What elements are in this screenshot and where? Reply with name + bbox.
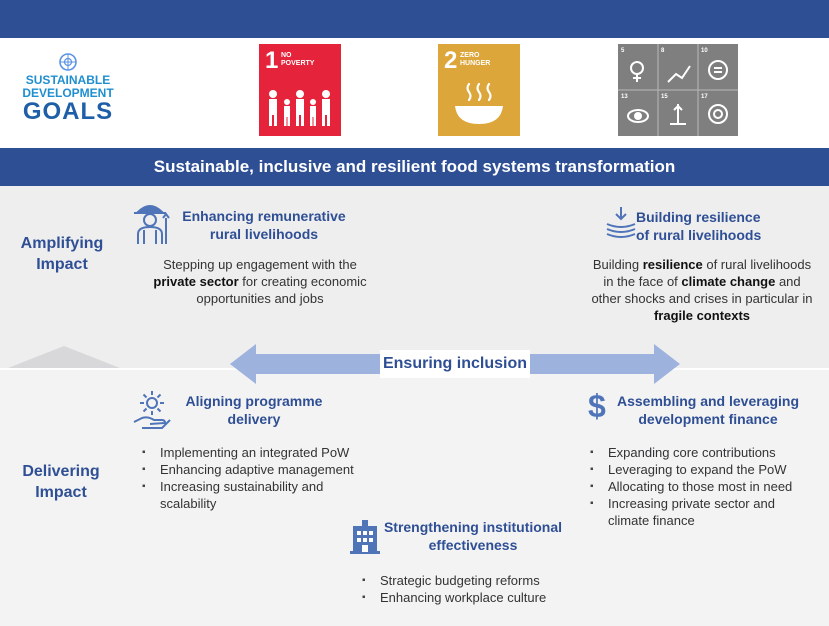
sdg-logo-line3: GOALS: [18, 100, 118, 124]
un-emblem-icon: [59, 53, 77, 71]
sdg-logo-goals: GOALS: [22, 98, 114, 125]
remunerative-title: Enhancing remunerative rural livelihoods: [164, 207, 364, 243]
finance-title-line2: development finance: [638, 411, 778, 427]
finance-title-line1: Assembling and leveraging: [616, 393, 800, 409]
delivering-label-line1: Delivering: [22, 463, 100, 480]
resilience-title-line2: of rural livelihoods: [636, 227, 762, 243]
top-bar: [0, 0, 829, 38]
sdg-logo: SUSTAINABLE DEVELOPMENT GOALS: [18, 52, 118, 132]
resilience-text-d: fragile contexts: [572, 307, 829, 324]
institutional-bullet-1: Strategic budgeting reforms: [358, 572, 578, 589]
climate-change-bold: climate change: [681, 274, 776, 289]
delivering-label-line2: Impact: [35, 484, 87, 501]
amplifying-section: [0, 186, 829, 368]
resilience-title-line1: Building resilience: [636, 209, 761, 225]
resilience-title: Building resilience of rural livelihoods: [636, 208, 776, 244]
dollar-icon: $: [588, 388, 606, 424]
sdg-1-label-1: NO: [281, 52, 292, 59]
finance-bullet-2: Leveraging to expand the PoW: [586, 461, 822, 478]
sdg-grid-tile: 5 8 10 13 15 17: [618, 44, 738, 136]
farmer-icon: [134, 205, 170, 244]
sdg-grid-5: 5: [621, 48, 625, 54]
sdg-1-tile: 1 NO POVERTY: [259, 44, 341, 136]
amplifying-label-line2: Impact: [36, 256, 88, 273]
remunerative-title-line1: Enhancing remunerative: [182, 208, 346, 224]
gear-hand-icon: [133, 391, 171, 429]
remunerative-text-c: opportunities and jobs: [196, 291, 324, 306]
institutional-bullet-2: Enhancing workplace culture: [358, 589, 578, 606]
sdg-1-label-2: POVERTY: [281, 60, 315, 67]
sdg-logo-line2: DEVELOPMENT: [22, 86, 114, 100]
amplifying-label: Amplifying Impact: [8, 233, 116, 275]
institutional-title: Strengthening institutional effectivenes…: [378, 518, 568, 554]
sdg-grid-17: 17: [701, 94, 708, 100]
sdg-grid-icons: 5 8 10 13 15 17: [618, 44, 738, 136]
remunerative-text: Stepping up engagement with the private …: [128, 256, 392, 307]
institutional-bullets: Strategic budgeting reforms Enhancing wo…: [358, 572, 578, 606]
finance-bullets: Expanding core contributions Leveraging …: [586, 444, 822, 529]
resilience-icon: [606, 207, 636, 238]
institutional-title-line2: effectiveness: [428, 537, 518, 553]
remunerative-title-line2: rural livelihoods: [209, 226, 319, 242]
resilience-text-b-post: and: [775, 274, 801, 289]
fragile-contexts-bold: fragile contexts: [653, 308, 751, 323]
sdg-grid-8: 8: [661, 48, 665, 54]
institutional-title-line1: Strengthening institutional: [383, 519, 563, 535]
private-sector-bold: private sector: [153, 274, 239, 289]
sdg-grid-13: 13: [621, 94, 628, 100]
sdg-grid-15: 15: [661, 94, 668, 100]
aligning-bullet-1: Implementing an integrated PoW: [138, 444, 378, 461]
remunerative-text-a: Stepping up engagement with the: [163, 257, 357, 272]
finance-bullet-4: Increasing private sector and climate fi…: [586, 495, 798, 529]
family-icon: [269, 90, 330, 126]
aligning-title-line1: Aligning programme: [185, 393, 323, 409]
banner-title: Sustainable, inclusive and resilient foo…: [0, 148, 829, 186]
sdg-2-tile: 2 ZERO HUNGER: [438, 44, 520, 136]
finance-bullet-3: Allocating to those most in need: [586, 478, 822, 495]
finance-bullet-1: Expanding core contributions: [586, 444, 822, 461]
finance-title: Assembling and leveraging development fi…: [610, 392, 806, 428]
resilience-text-b-pre: in the face of: [603, 274, 682, 289]
resilience-text-a-pre: Building: [592, 257, 643, 272]
aligning-title: Aligning programme delivery: [170, 392, 338, 428]
resilience-text: Building resilience of rural livelihoods…: [572, 256, 829, 324]
delivering-label: Delivering Impact: [6, 461, 116, 503]
sdg-2-number: 2: [444, 47, 458, 74]
resilience-text-a: Building resilience of rural livelihoods: [572, 256, 829, 273]
section-wedge: [8, 346, 120, 368]
remunerative-text-b: private sector for creating economic: [128, 273, 392, 290]
sdg-2-label-1: ZERO: [460, 52, 480, 59]
aligning-bullet-3: Increasing sustainability and scalabilit…: [138, 478, 360, 512]
amplifying-label-line1: Amplifying: [20, 235, 104, 252]
sdg-logo-line1: SUSTAINABLE: [25, 73, 111, 87]
remunerative-text-b-rest: for creating economic: [238, 274, 367, 289]
aligning-bullets: Implementing an integrated PoW Enhancing…: [138, 444, 378, 512]
resilience-bold: resilience: [642, 257, 703, 272]
food-bowl-icon: [455, 82, 503, 124]
sdg-1-number: 1: [265, 47, 279, 74]
aligning-title-line2: delivery: [227, 411, 281, 427]
resilience-text-c: other shocks and crises in particular in: [591, 291, 813, 306]
inclusion-label: Ensuring inclusion: [380, 350, 530, 378]
sdg-2-label-2: HUNGER: [460, 60, 491, 67]
sdg-grid-10: 10: [701, 48, 708, 54]
resilience-text-b: in the face of climate change and: [572, 273, 829, 290]
building-icon: [350, 520, 380, 554]
aligning-bullet-2: Enhancing adaptive management: [138, 461, 378, 478]
resilience-text-a-post: of rural livelihoods: [702, 257, 812, 272]
